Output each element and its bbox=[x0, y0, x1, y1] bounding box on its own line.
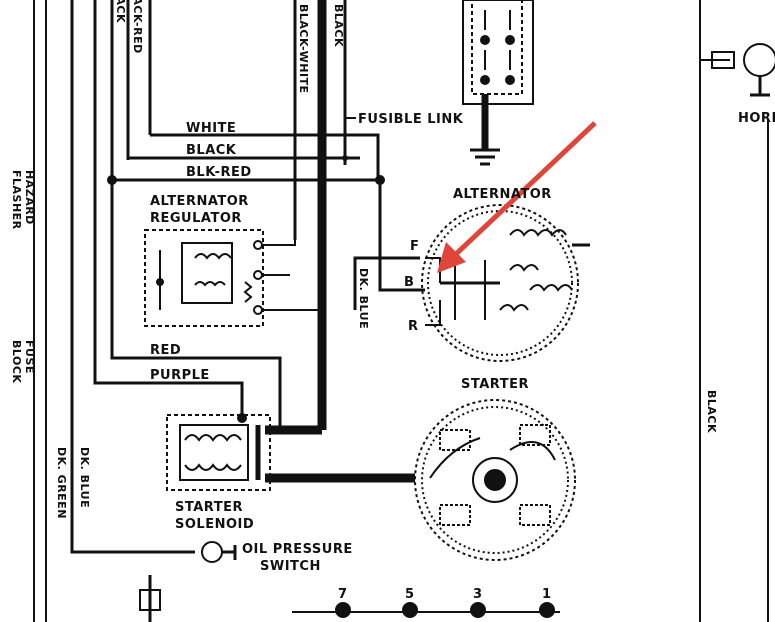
label-red: RED bbox=[150, 343, 181, 358]
label-flasher: FLASHER bbox=[10, 170, 23, 230]
solenoid-feed-wires bbox=[93, 0, 415, 483]
label-dk-blue-vertical: DK. BLUE bbox=[357, 268, 370, 329]
label-black-top: BLACK bbox=[332, 4, 345, 47]
label-black-red-top: BLACK-RED bbox=[131, 0, 144, 54]
starter-solenoid bbox=[166, 413, 271, 491]
label-purple: PURPLE bbox=[150, 368, 210, 383]
label-solenoid-line1: STARTER bbox=[175, 500, 243, 515]
label-black-left: BLACK bbox=[114, 0, 127, 23]
label-fusible-link: FUSIBLE LINK bbox=[358, 112, 464, 127]
red-arrow bbox=[437, 121, 597, 273]
oil-pressure-switch bbox=[70, 0, 237, 563]
horn-symbol bbox=[711, 43, 775, 97]
label-black-white: BLACK-WHITE bbox=[297, 4, 310, 94]
label-terminal-b: B bbox=[404, 275, 414, 290]
label-pin-1: 1 bbox=[542, 587, 552, 602]
label-white: WHITE bbox=[186, 121, 236, 136]
left-border-lines bbox=[33, 0, 47, 622]
label-black: BLACK bbox=[186, 143, 237, 158]
right-border-lines bbox=[699, 0, 769, 622]
label-oil-pressure-line2: SWITCH bbox=[260, 559, 321, 574]
label-horn: HORN bbox=[738, 111, 775, 126]
label-alternator: ALTERNATOR bbox=[453, 187, 552, 202]
label-starter: STARTER bbox=[461, 377, 529, 392]
label-terminal-f: F bbox=[410, 239, 419, 254]
dk-blue-wire bbox=[353, 256, 420, 310]
label-pin-3: 3 bbox=[473, 587, 483, 602]
label-black-right: BLACK bbox=[705, 390, 718, 433]
bottom-pins bbox=[139, 575, 560, 622]
label-hazard: HAZARD bbox=[23, 170, 36, 225]
label-dk-green: DK. GREEN bbox=[55, 447, 68, 519]
label-oil-pressure-line1: OIL PRESSURE bbox=[242, 542, 353, 557]
top-vertical-wires bbox=[110, 0, 347, 430]
label-block: BLOCK bbox=[10, 340, 23, 383]
label-regulator-line2: REGULATOR bbox=[150, 211, 242, 226]
label-terminal-r: R bbox=[408, 319, 419, 334]
top-connector bbox=[462, 0, 534, 166]
label-dk-blue-left: DK. BLUE bbox=[78, 447, 91, 508]
label-regulator-line1: ALTERNATOR bbox=[150, 194, 249, 209]
fusible-link-bracket bbox=[344, 117, 356, 145]
label-pin-7: 7 bbox=[338, 587, 348, 602]
label-blk-red: BLK-RED bbox=[186, 165, 252, 180]
alternator bbox=[421, 204, 590, 362]
alternator-regulator bbox=[144, 229, 322, 327]
label-solenoid-line2: SOLENOID bbox=[175, 517, 254, 532]
label-pin-5: 5 bbox=[405, 587, 415, 602]
label-fuse: FUSE bbox=[23, 340, 36, 374]
starter bbox=[414, 399, 576, 561]
